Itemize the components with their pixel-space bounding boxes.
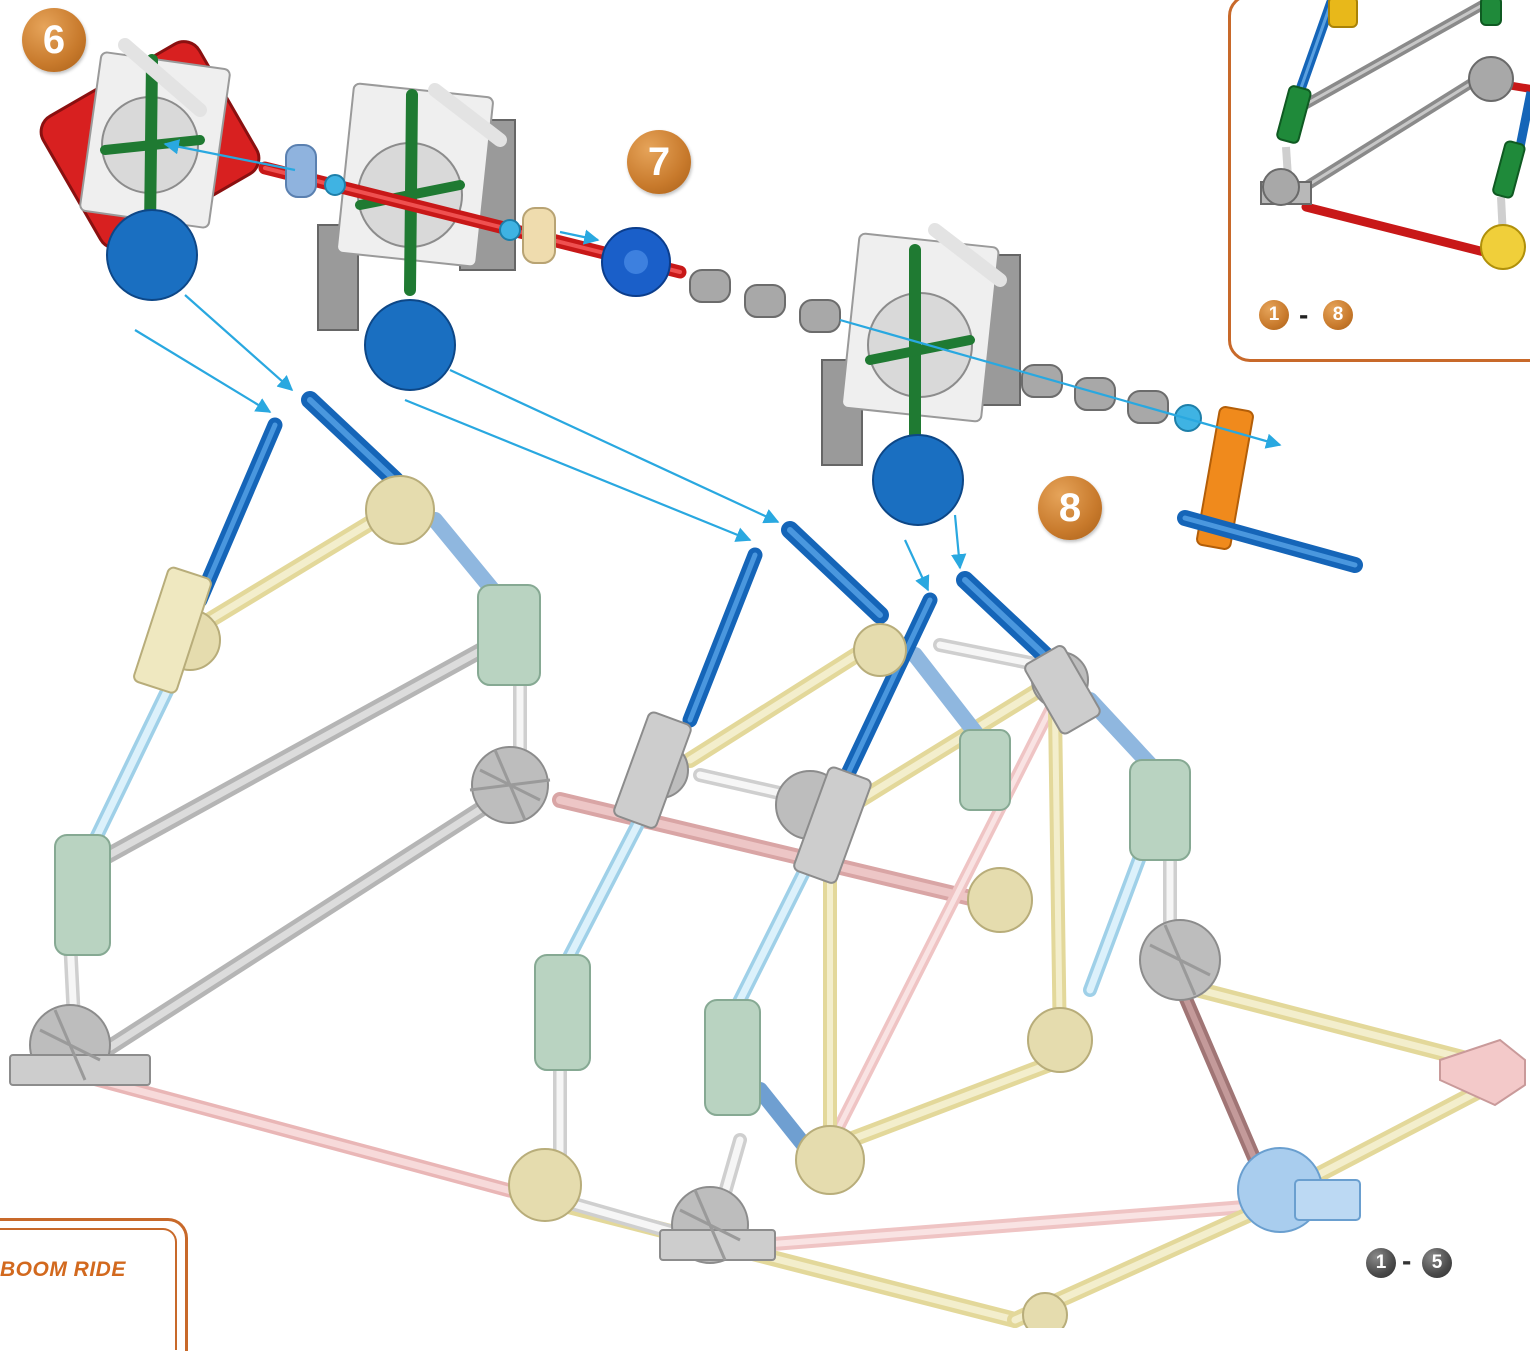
step-6-badge: 6	[22, 8, 86, 72]
step-8-badge: 8	[1038, 476, 1102, 540]
blue-rods	[192, 391, 1059, 788]
step-7-badge: 7	[627, 130, 691, 194]
upper-right-assembly	[821, 223, 1021, 526]
upper-middle-assembly	[317, 82, 516, 391]
inset-range-end-badge: 8	[1323, 300, 1353, 330]
inset-range-separator: -	[1299, 299, 1309, 330]
range-end-badge: 5	[1422, 1248, 1452, 1278]
footer-tab-outline	[0, 1218, 188, 1351]
footer-tab-inner-outline	[0, 1228, 177, 1350]
inset-overview-panel: 1 - 8	[1228, 0, 1530, 362]
inset-model-illustration	[1260, 0, 1530, 270]
instruction-arrows	[134, 139, 1282, 592]
axle-assembly	[258, 144, 1363, 573]
inset-range-start-badge: 1	[1259, 300, 1289, 330]
connectors	[9, 475, 1526, 1328]
model-title: BOOM RIDE	[0, 1258, 126, 1281]
grey-rods	[82, 632, 508, 1068]
upper-left-assembly	[39, 38, 261, 301]
range-separator: -	[1402, 1245, 1412, 1276]
range-start-badge: 1	[1366, 1248, 1396, 1278]
